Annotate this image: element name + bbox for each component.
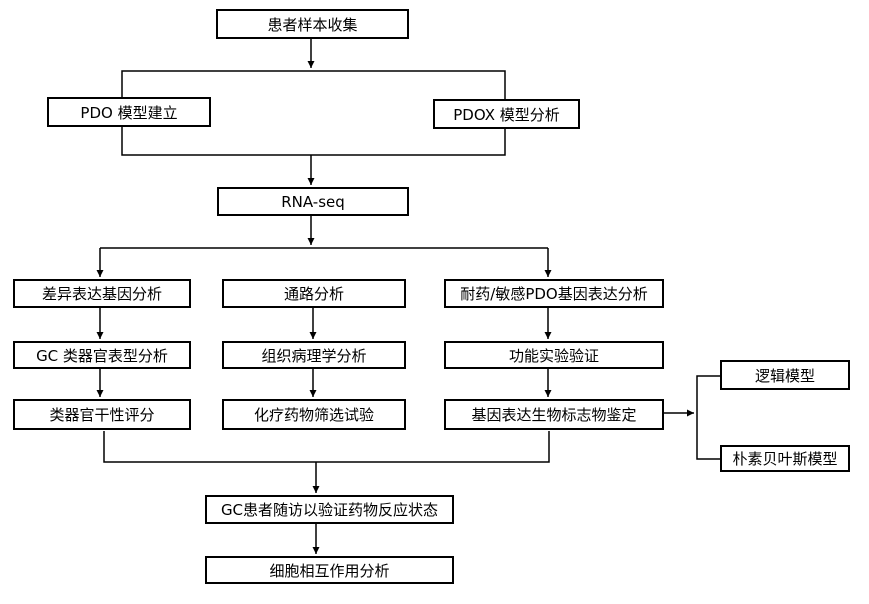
connector-model-enclosure	[121, 70, 506, 99]
resistance-expression-box: 耐药/敏感PDO基因表达分析	[444, 279, 664, 308]
sample-collection-box: 患者样本收集	[216, 9, 409, 39]
naive-bayes-model-box: 朴素贝叶斯模型	[720, 445, 850, 472]
diff-expression-box: 差异表达基因分析	[13, 279, 191, 308]
pathway-box: 通路分析	[222, 279, 406, 308]
organoid-stemness-box: 类器官干性评分	[13, 399, 191, 430]
organoid-phenotype-box: GC 类器官表型分析	[13, 341, 191, 369]
histopathology-box: 组织病理学分析	[222, 341, 406, 369]
connector-model-enclosure-bottom	[121, 127, 506, 156]
rna-seq-box: RNA-seq	[217, 187, 409, 216]
drug-screening-box: 化疗药物筛选试验	[222, 399, 406, 430]
cell-interaction-box: 细胞相互作用分析	[205, 556, 454, 584]
connector-merge-bar	[103, 431, 550, 463]
pdo-model-box: PDO 模型建立	[47, 97, 211, 127]
followup-validation-box: GC患者随访以验证药物反应状态	[205, 495, 454, 524]
pdox-model-box: PDOX 模型分析	[433, 99, 580, 129]
functional-validation-box: 功能实验验证	[444, 341, 664, 369]
connector-model-bracket	[696, 375, 720, 460]
logistic-model-box: 逻辑模型	[720, 360, 850, 390]
biomarker-identification-box: 基因表达生物标志物鉴定	[444, 399, 664, 430]
